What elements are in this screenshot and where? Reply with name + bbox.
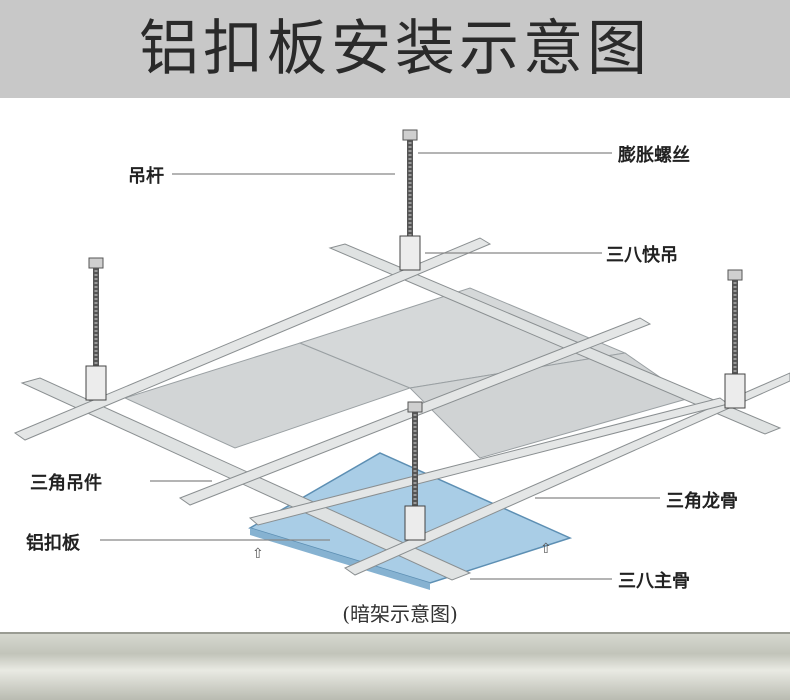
- diagram-caption: (暗架示意图): [342, 602, 458, 626]
- hanger-rod-right: [724, 269, 746, 409]
- ceiling-photo-strip: [0, 632, 790, 700]
- page-title: 铝扣板安装示意图: [139, 14, 651, 84]
- label-expansion-bolt: 膨胀螺丝: [618, 145, 690, 166]
- label-triangle-hanger: 三角吊件: [30, 473, 102, 494]
- label-quick-hanger: 三八快吊: [606, 245, 678, 266]
- title-banner: [0, 0, 790, 98]
- installation-diagram: ⇧ ⇧: [13, 129, 790, 590]
- label-main-keel: 三八主骨: [618, 571, 690, 592]
- label-triangle-keel: 三角龙骨: [666, 491, 738, 512]
- hanger-rod-back: [399, 129, 421, 271]
- hanger-rod-front: [404, 401, 426, 541]
- up-arrow-icon: ⇧: [252, 546, 264, 562]
- label-aluminum-panel: 铝扣板: [26, 533, 80, 554]
- triangle-keel-3: [343, 372, 790, 576]
- triangle-keel-1: [13, 237, 492, 441]
- up-arrow-icon: ⇧: [540, 541, 552, 557]
- label-hanger-rod: 吊杆: [128, 166, 164, 187]
- main-keel-back: [328, 243, 782, 435]
- aluminum-panel-edge: [250, 528, 430, 590]
- hanger-rod-left: [85, 257, 107, 401]
